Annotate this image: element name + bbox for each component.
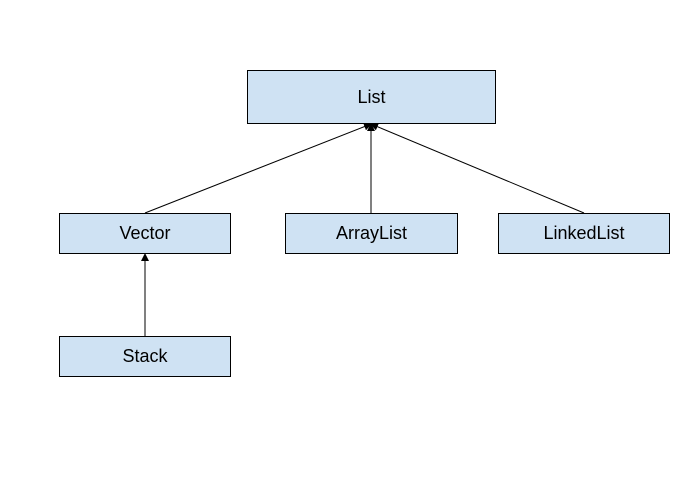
node-list-label: List xyxy=(357,86,386,107)
node-vector-label: Vector xyxy=(119,223,171,243)
node-list[interactable]: List xyxy=(247,70,496,124)
node-stack[interactable]: Stack xyxy=(59,336,231,377)
node-stack-label: Stack xyxy=(122,346,168,366)
node-arraylist[interactable]: ArrayList xyxy=(285,213,458,254)
node-linkedlist[interactable]: LinkedList xyxy=(498,213,670,254)
node-linkedlist-label: LinkedList xyxy=(543,223,625,243)
node-arraylist-label: ArrayList xyxy=(335,223,407,243)
edge-vector-to-list xyxy=(144,122,372,214)
node-vector[interactable]: Vector xyxy=(59,213,231,254)
edge-linkedlist-to-list xyxy=(370,123,585,214)
